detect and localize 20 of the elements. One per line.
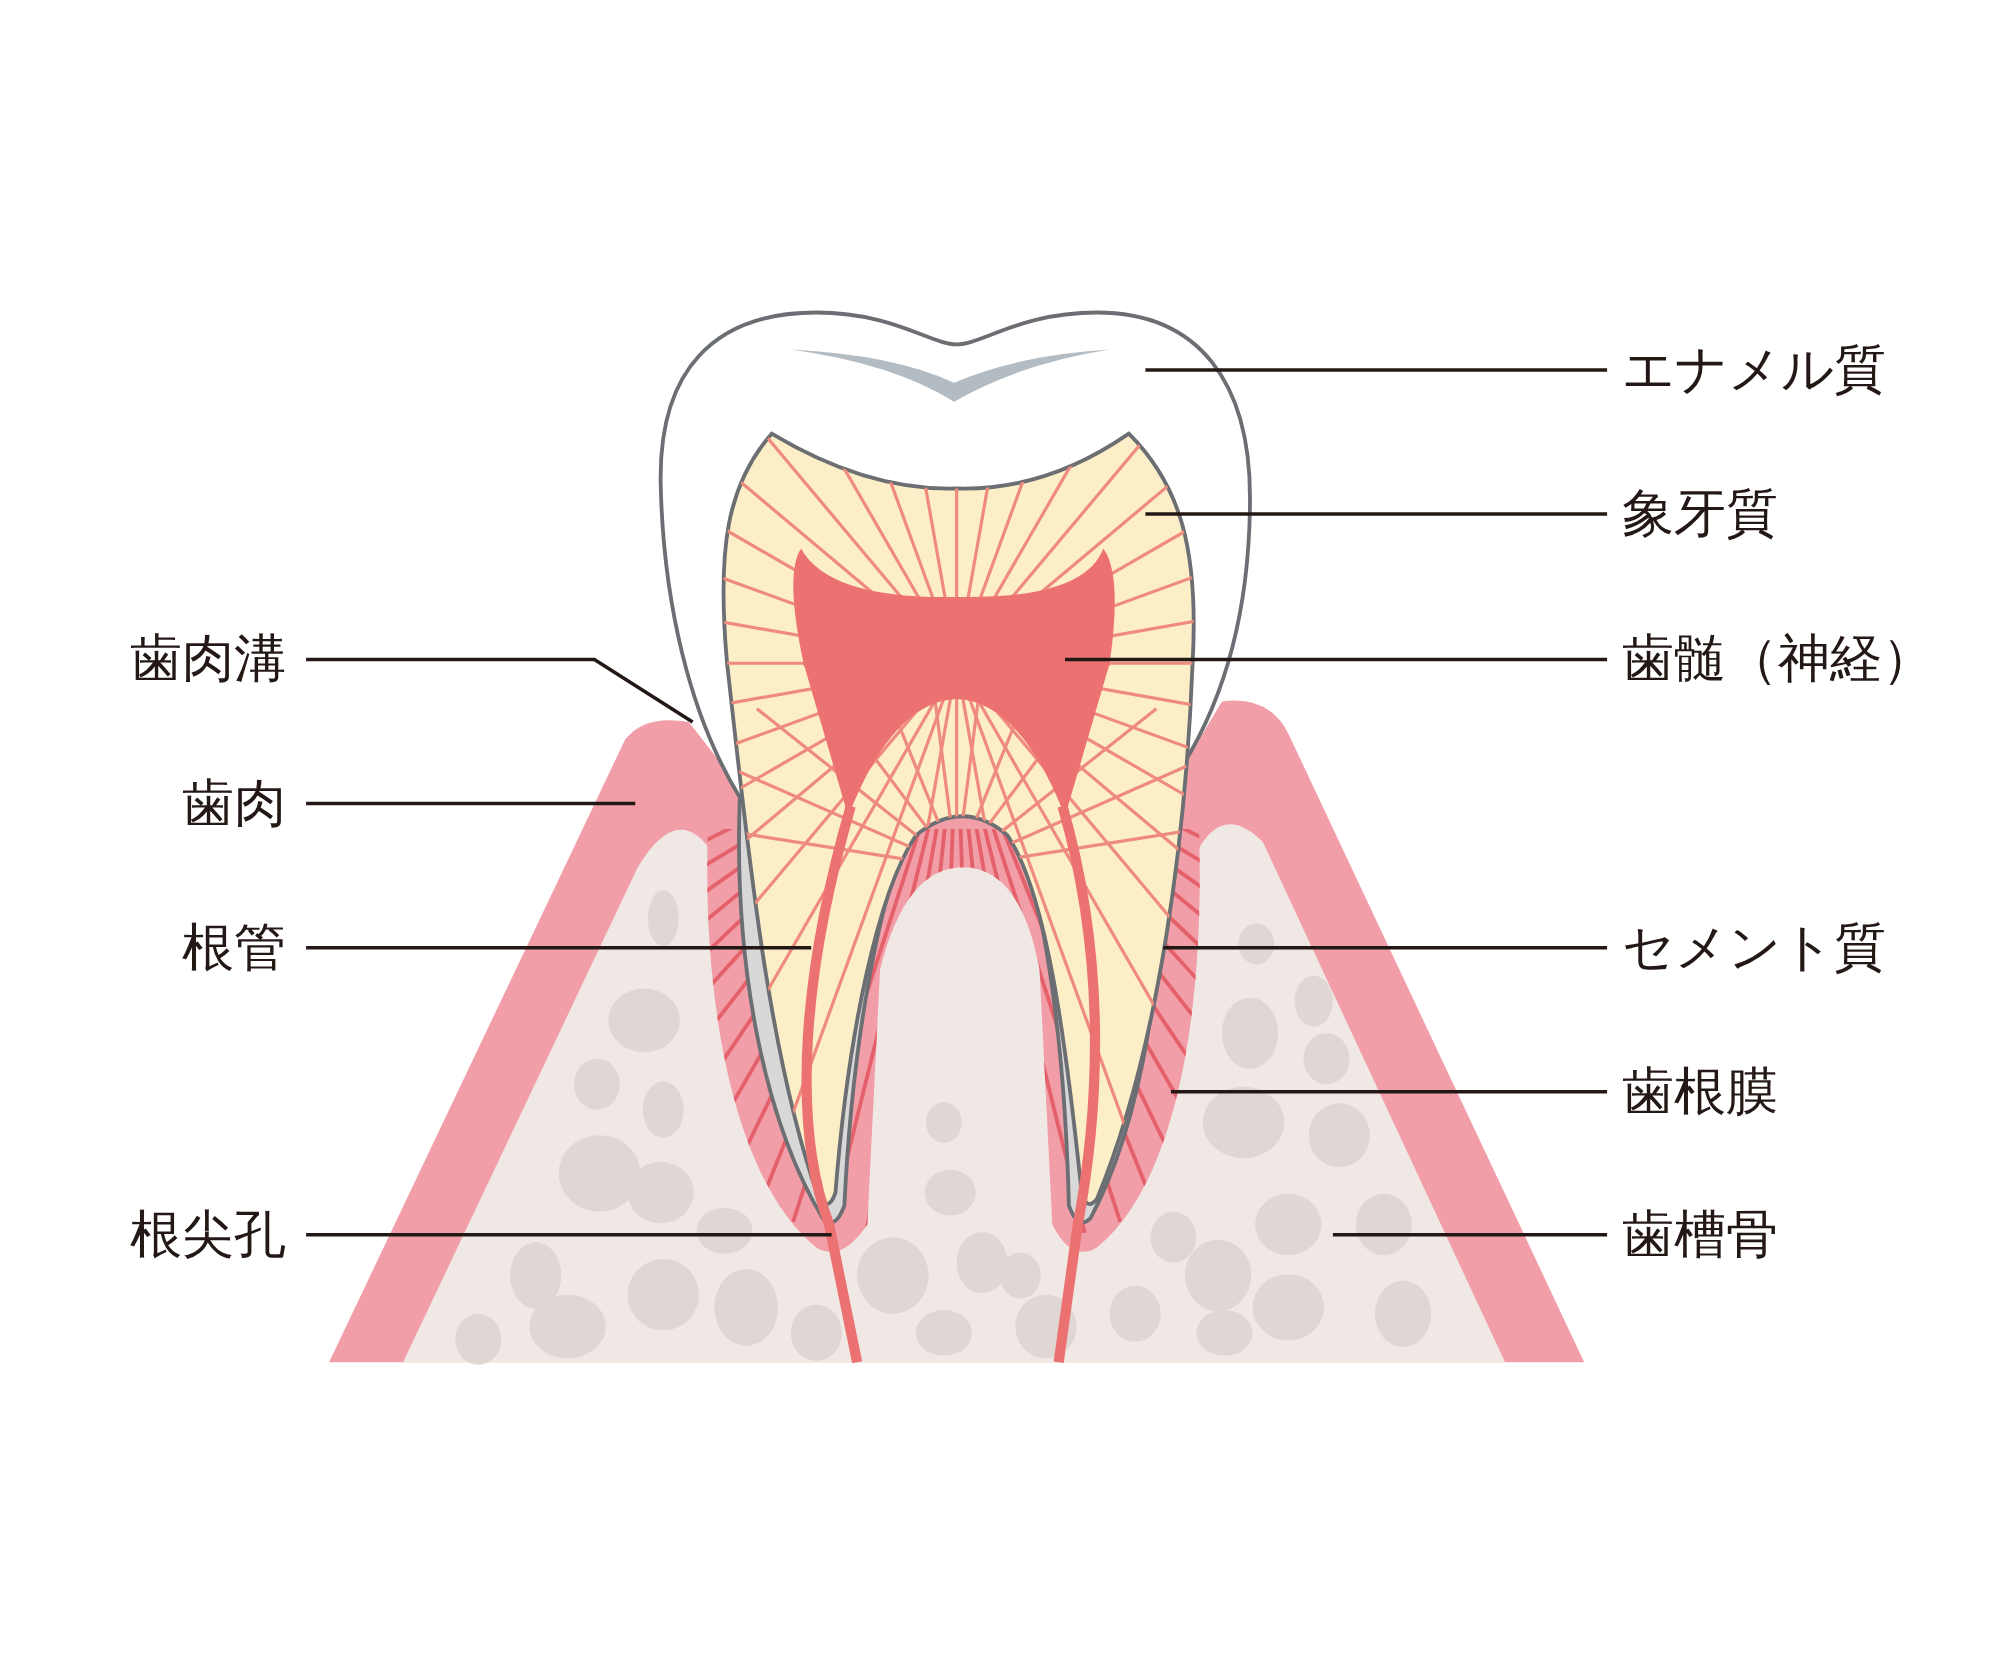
leader-line [1145, 368, 1608, 372]
leader-line [1170, 1090, 1608, 1094]
leader-line [1332, 1232, 1608, 1237]
part-label: 歯肉溝 [129, 630, 286, 688]
part-label: セメント質 [1622, 919, 1887, 977]
part-label: 歯根膜 [1622, 1063, 1779, 1121]
leader-line [1145, 512, 1608, 516]
part-label: 象牙質 [1622, 485, 1779, 543]
leader-line [1065, 657, 1608, 662]
leader-line [1163, 945, 1608, 950]
leader-line [306, 945, 812, 950]
part-label: 歯肉 [181, 774, 286, 833]
part-label: 根尖孔 [129, 1206, 286, 1264]
part-label: 歯髄（神経） [1622, 630, 1935, 688]
part-label: 歯槽骨 [1622, 1206, 1779, 1264]
part-label: 根管 [181, 919, 286, 977]
leader-line [306, 1232, 832, 1237]
part-label: エナメル質 [1622, 341, 1887, 399]
leader-line [306, 657, 694, 724]
leader-line [306, 801, 636, 806]
